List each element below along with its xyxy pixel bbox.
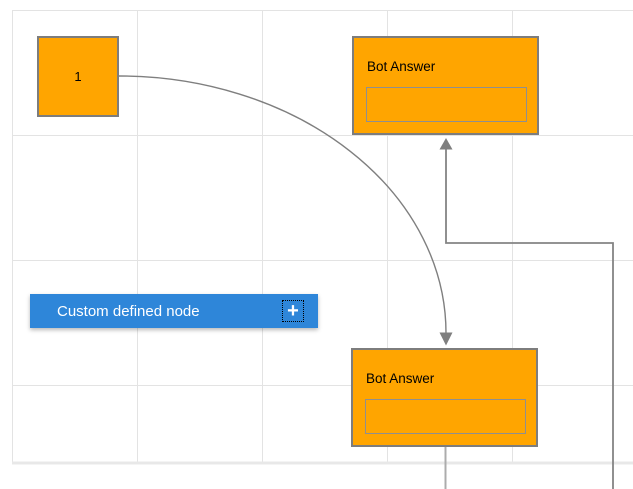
custom-node-button[interactable]: Custom defined node + xyxy=(30,294,318,328)
bot-answer-input[interactable] xyxy=(366,87,527,122)
bot-answer-title: Bot Answer xyxy=(367,59,436,74)
arrowhead-up-icon[interactable] xyxy=(439,138,453,150)
bot-answer-title: Bot Answer xyxy=(366,371,435,386)
grid-lines xyxy=(12,10,633,465)
connector-elbow-path[interactable] xyxy=(445,148,614,489)
node-start[interactable]: 1 xyxy=(37,36,119,117)
node-bot-answer-top[interactable]: Bot Answer xyxy=(352,36,539,135)
custom-node-label: Custom defined node xyxy=(57,302,200,320)
arrowhead-down-icon[interactable] xyxy=(439,332,453,346)
node-bot-answer-bottom[interactable]: Bot Answer xyxy=(351,348,538,447)
connector-elbow[interactable] xyxy=(439,138,614,489)
connector-curve[interactable] xyxy=(118,75,453,346)
node-start-label: 1 xyxy=(74,69,82,84)
plus-icon[interactable]: + xyxy=(282,300,304,322)
connector-curve-path[interactable] xyxy=(118,75,447,334)
bot-answer-input[interactable] xyxy=(365,399,526,434)
